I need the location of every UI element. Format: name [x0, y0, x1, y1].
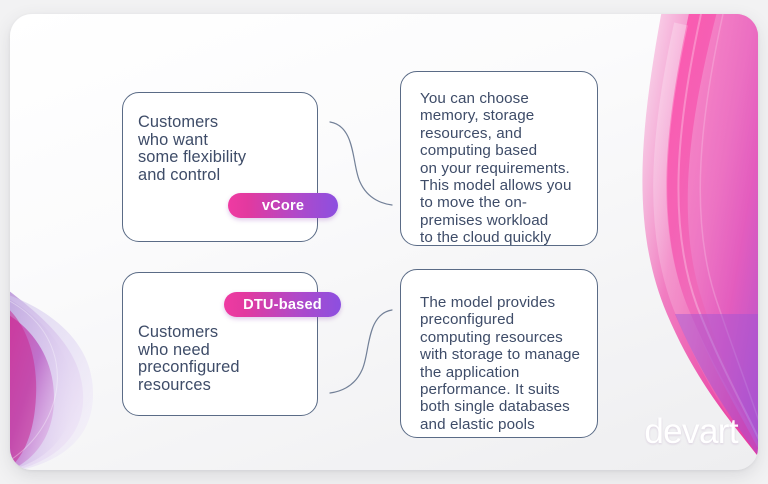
badge-vcore[interactable]: vCore [228, 193, 338, 218]
decorative-ribbon-right [623, 14, 758, 470]
audience-text-vcore: Customers who want some flexibility and … [138, 113, 247, 184]
devart-logo: devart [644, 412, 738, 451]
audience-text-dtu: Customers who need preconfigured resourc… [138, 323, 240, 394]
description-text-dtu: The model provides preconfigured computi… [420, 294, 581, 433]
description-card-vcore [400, 71, 598, 246]
description-text-vcore: You can choose memory, storage resources… [420, 90, 572, 247]
badge-dtu[interactable]: DTU-based [224, 292, 341, 317]
description-card-dtu [400, 269, 598, 438]
decorative-ribbon-left [10, 14, 130, 470]
connector-dtu [329, 309, 393, 394]
diagram-panel: Customers who want some flexibility and … [10, 14, 758, 470]
